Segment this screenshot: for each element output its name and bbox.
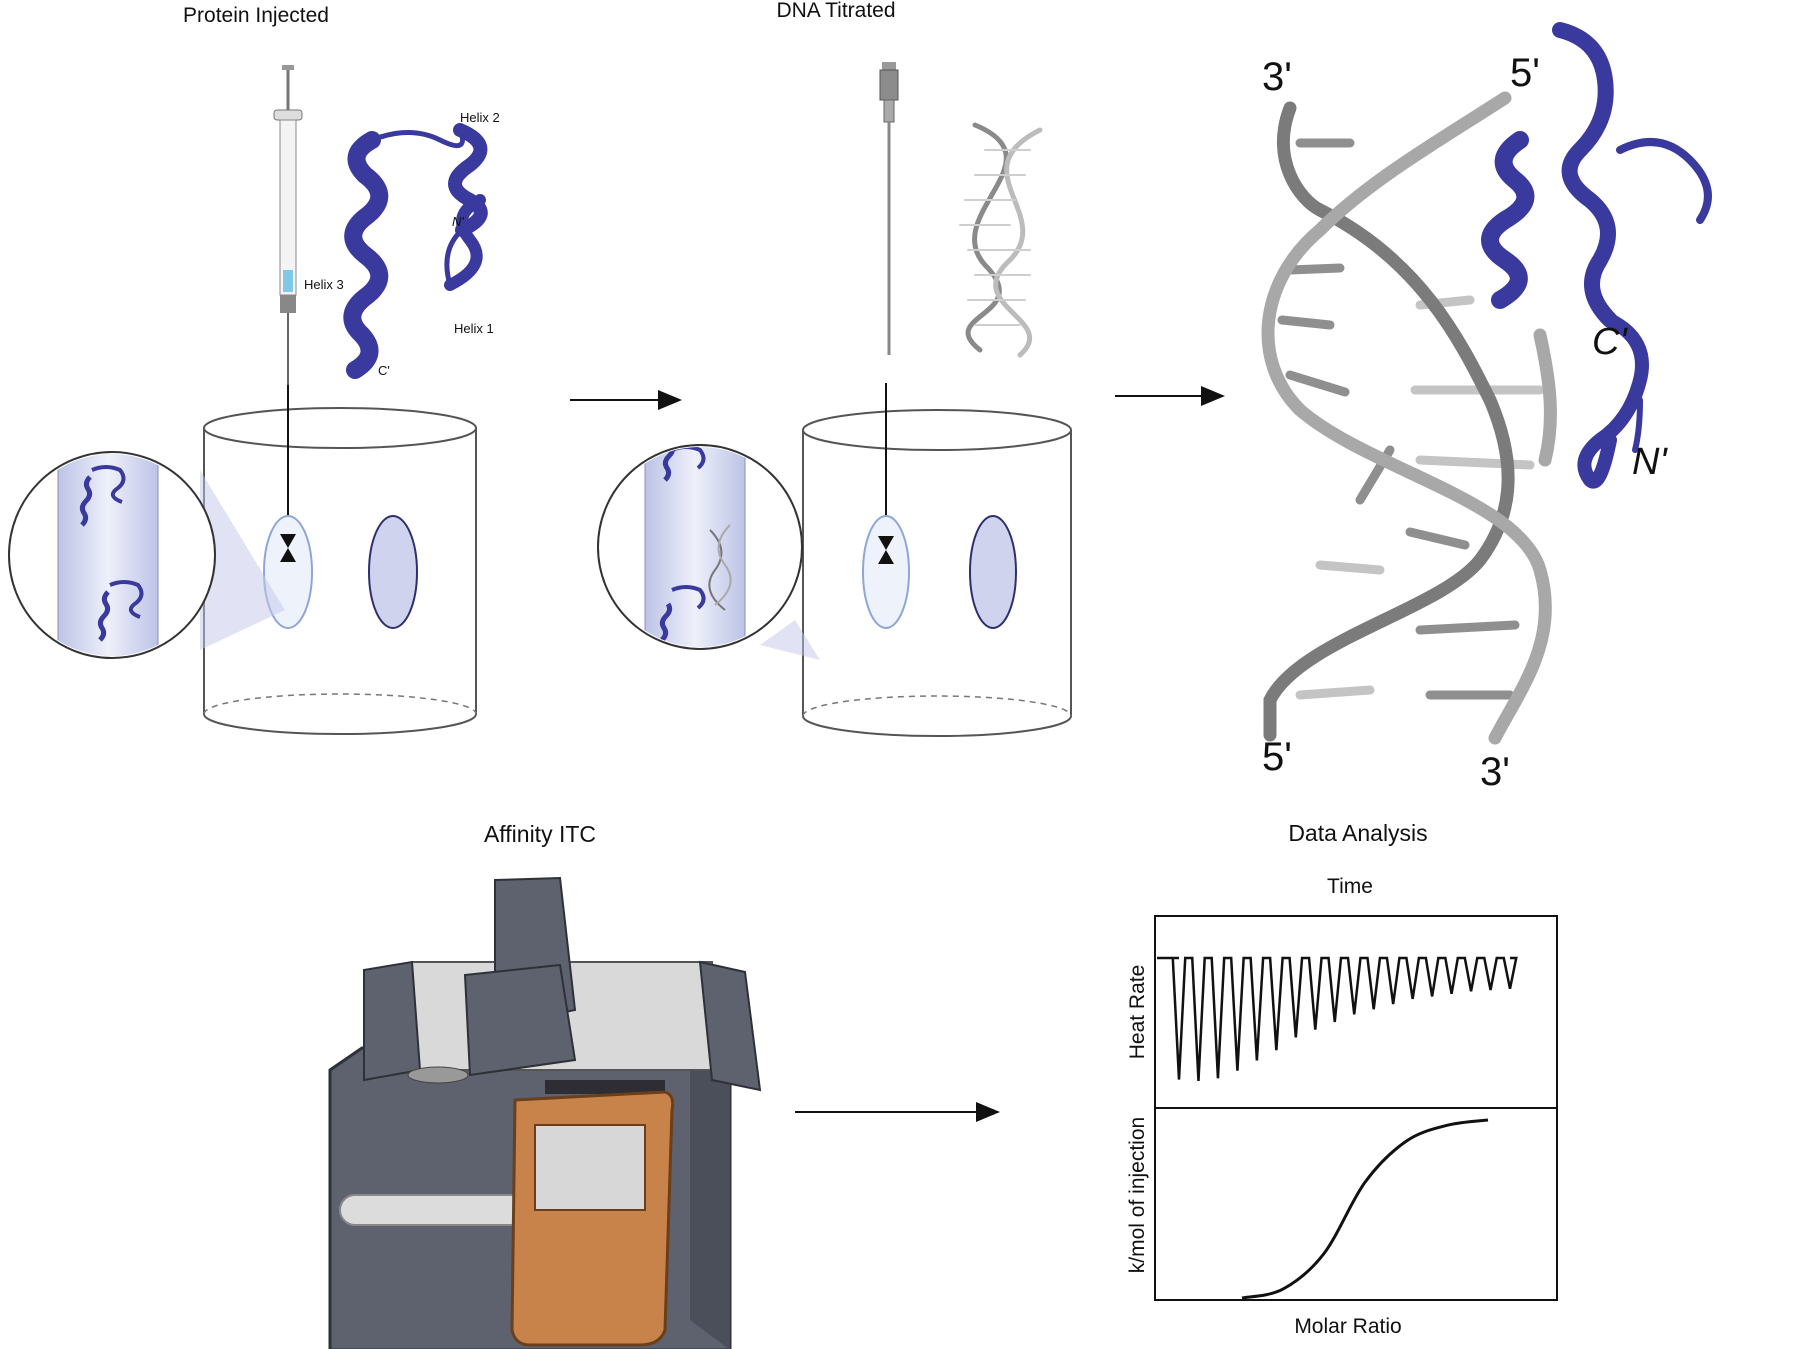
- zoom-inset-2: [598, 430, 820, 660]
- isotherm-xlabel: Molar Ratio: [1294, 1315, 1401, 1338]
- complex-c-terminus: C': [1592, 321, 1628, 363]
- thermogram-chart: Time Heat Rate: [1126, 875, 1557, 1108]
- c-terminus-label: C': [378, 363, 390, 378]
- reference-cell-1: [369, 516, 417, 628]
- protein-injected-label: Protein Injected: [183, 4, 329, 27]
- bound-protein-ribbon: [1490, 30, 1708, 482]
- thermogram-title: Time: [1327, 875, 1373, 898]
- dna-helix-2: [960, 125, 1040, 355]
- n-terminus-label: N': [452, 214, 464, 229]
- isotherm-ylabel: k/mol of injection: [1126, 1117, 1149, 1273]
- binding-isotherm-chart: k/mol of injection Molar Ratio: [1126, 1108, 1557, 1338]
- sample-cell-2: [863, 516, 909, 628]
- affinity-itc-label: Affinity ITC: [484, 821, 596, 847]
- thermogram-ylabel: Heat Rate: [1126, 965, 1149, 1060]
- data-analysis-label: Data Analysis: [1288, 820, 1427, 846]
- dna-protein-complex: [1268, 98, 1550, 738]
- syringe-2: [880, 62, 898, 355]
- helix-1-label: Helix 1: [454, 321, 494, 336]
- isotherm-series: [1242, 1120, 1488, 1298]
- itc-instrument: [330, 878, 760, 1349]
- complex-5prime-top: 5': [1510, 51, 1540, 95]
- itc-cell-2: [803, 383, 1071, 736]
- helix-3-label: Helix 3: [304, 277, 344, 292]
- syringe-1: [274, 65, 302, 385]
- complex-n-terminus: N': [1632, 441, 1668, 483]
- zoom-inset-1: [9, 440, 285, 670]
- complex-5prime-bottom: 5': [1262, 735, 1292, 779]
- isotherm-frame: [1155, 1108, 1557, 1300]
- helix-2-label: Helix 2: [460, 110, 500, 125]
- reference-cell-2: [970, 516, 1016, 628]
- dna-titrated-label: DNA Titrated: [776, 0, 895, 22]
- complex-3prime-bottom: 3': [1480, 750, 1510, 794]
- complex-3prime-top: 3': [1262, 55, 1292, 99]
- thermogram-series: [1157, 958, 1516, 1081]
